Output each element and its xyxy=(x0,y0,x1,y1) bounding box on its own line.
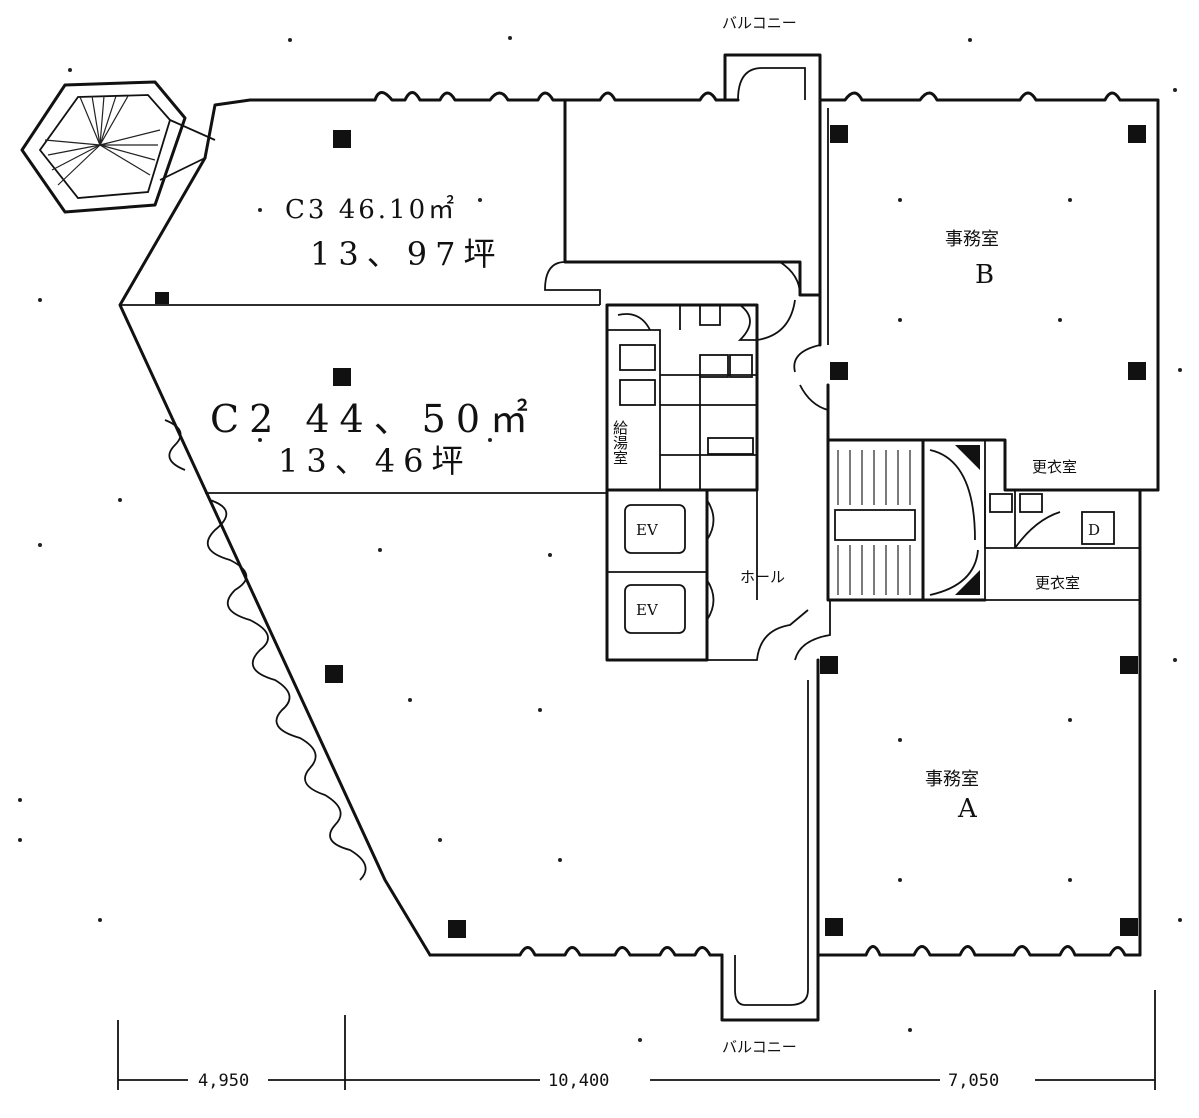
column xyxy=(333,368,351,386)
dim-label-2: 10,400 xyxy=(548,1071,609,1091)
dim-label-1: 4,950 xyxy=(198,1071,249,1091)
column xyxy=(325,665,343,683)
column xyxy=(1128,362,1146,380)
service-room-label: 給湯室 xyxy=(611,420,629,465)
c2-tsubo-label: 13、46坪 xyxy=(278,442,471,480)
room-b-name: 事務室 xyxy=(945,229,999,250)
grid-dots xyxy=(18,36,1182,1042)
c3-area-label: C3 46.10㎡ xyxy=(285,195,457,225)
spiral-stair xyxy=(20,80,216,214)
room-b-letter: B xyxy=(975,260,994,290)
column xyxy=(155,292,169,304)
locker-room-1-label: 更衣室 xyxy=(1032,458,1077,476)
balcony-top-label: バルコニー xyxy=(722,14,797,32)
ev1-label: EV xyxy=(636,521,659,539)
dimension-line: 4,950 10,400 7,050 xyxy=(117,990,1156,1092)
ev2-label: EV xyxy=(636,601,659,619)
c3-tsubo-label: 13、97坪 xyxy=(310,235,503,273)
labels: バルコニー バルコニー C3 46.10㎡ 13、97坪 C2 44、50㎡ 1… xyxy=(210,14,1100,1056)
balcony-bottom-label: バルコニー xyxy=(722,1038,797,1056)
room-a-name: 事務室 xyxy=(925,769,979,790)
column xyxy=(1128,125,1146,143)
partitions xyxy=(120,98,1160,957)
c2-area-label: C2 44、50㎡ xyxy=(210,397,538,441)
column xyxy=(1120,918,1138,936)
column xyxy=(830,362,848,380)
d-label: D xyxy=(1088,521,1100,539)
locker-room-2-label: 更衣室 xyxy=(1035,574,1080,592)
column xyxy=(830,125,848,143)
column xyxy=(448,920,466,938)
room-a-letter: A xyxy=(957,794,978,824)
hall-label: ホール xyxy=(740,568,785,586)
column xyxy=(820,656,838,674)
column xyxy=(1120,656,1138,674)
column xyxy=(333,130,351,148)
column xyxy=(825,918,843,936)
columns xyxy=(155,125,1146,938)
dim-label-3: 7,050 xyxy=(948,1071,999,1091)
